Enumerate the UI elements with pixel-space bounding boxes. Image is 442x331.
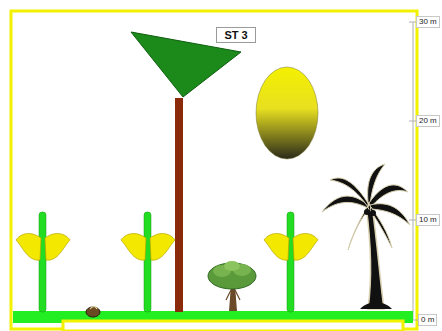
tree-trunk — [175, 98, 183, 312]
yellow-frame — [11, 11, 417, 329]
scale-label: 30 m — [416, 16, 440, 28]
seed — [86, 307, 100, 317]
small-tree — [208, 261, 256, 311]
scale-label: 0 m — [418, 314, 437, 326]
title-box: ST 3 — [216, 27, 256, 43]
palm-tree — [322, 164, 410, 309]
banana-plant — [264, 212, 318, 312]
scale-label: 20 m — [416, 115, 440, 127]
title-text: ST 3 — [224, 29, 247, 41]
banana-plant — [16, 212, 70, 312]
sun — [256, 67, 318, 159]
yellow-bottom-box — [63, 321, 403, 331]
scale-line — [413, 22, 414, 320]
scale-label: 10 m — [416, 214, 440, 226]
banana-plant — [121, 212, 175, 312]
